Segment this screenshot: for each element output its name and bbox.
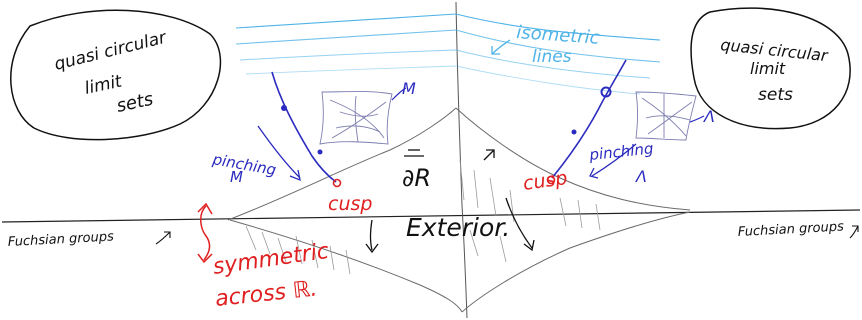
svg-text:sets: sets <box>758 85 793 105</box>
pinching-label-left: pinching M <box>210 150 277 186</box>
isometric-lines-label: isometric lines <box>516 22 601 67</box>
pinching-curve-left <box>271 71 337 183</box>
quasi-circular-label-left: quasi circular limit sets <box>52 28 169 117</box>
svg-text:quasi circular: quasi circular <box>52 28 169 75</box>
fuchsian-right-arrow <box>849 225 859 239</box>
blob-left <box>10 9 222 141</box>
symmetric-arrow <box>197 202 213 264</box>
isometric-lines <box>235 13 661 95</box>
pinching-arrow-right <box>589 143 637 179</box>
svg-text:lines: lines <box>532 47 572 67</box>
svg-text:symmetric: symmetric <box>211 239 330 280</box>
exterior-hatching <box>245 159 601 275</box>
fuchsian-label-left: Fuchsian groups <box>7 229 114 250</box>
cusp-point-left <box>332 178 342 188</box>
limit-set-web-right <box>635 91 697 141</box>
pinching-arrow-left <box>257 125 301 182</box>
svg-text:pinching: pinching <box>588 139 655 164</box>
pinching-curve-right <box>551 59 627 179</box>
quasi-circular-label-right: quasi circular limit sets <box>720 35 830 105</box>
fuchsian-left-arrow <box>155 231 171 245</box>
blob-right <box>690 7 851 130</box>
exterior-region-outline <box>227 107 691 313</box>
exterior-label: Exterior. <box>406 213 510 242</box>
m-arrow <box>391 87 407 101</box>
exterior-arrows <box>365 149 535 254</box>
svg-text:limit: limit <box>750 59 786 78</box>
isometric-pointer-arrow <box>491 39 511 55</box>
limit-set-web-left <box>319 91 393 145</box>
pinching-label-right: pinching Λ <box>588 139 655 186</box>
lambda-label: Λ <box>702 107 715 126</box>
svg-text:across ℝ.: across ℝ. <box>214 276 318 312</box>
svg-text:sets: sets <box>115 89 155 117</box>
fuchsian-label-right: Fuchsian groups <box>737 219 844 240</box>
symmetric-label: symmetric across ℝ. <box>211 239 330 312</box>
boundary-label: ∂R <box>402 164 431 192</box>
svg-text:Λ: Λ <box>634 167 647 186</box>
svg-text:M: M <box>230 168 243 186</box>
cusp-label-left: cusp <box>328 193 372 215</box>
cusp-label-right: cusp <box>522 167 569 195</box>
m-label: M <box>402 79 416 98</box>
svg-text:isometric: isometric <box>516 22 601 49</box>
svg-text:pinching: pinching <box>210 150 277 179</box>
cusp-point-right <box>546 175 556 185</box>
vertical-axis-line <box>455 1 468 319</box>
lambda-arrow <box>689 115 705 123</box>
